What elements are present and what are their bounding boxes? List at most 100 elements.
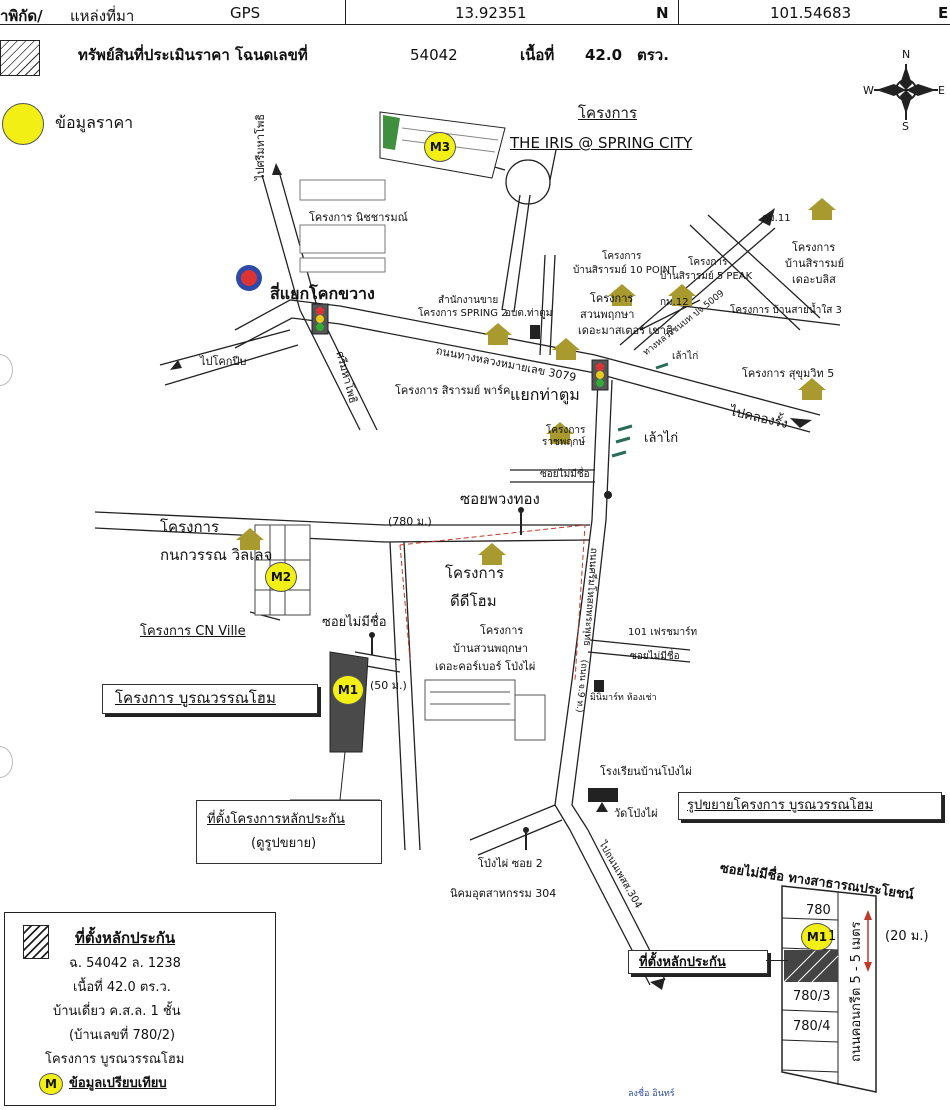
legend-line1: ฉ. 54042 ล. 1238 (69, 956, 181, 971)
label-office-1: สำนักงานขาย (438, 295, 499, 306)
legend-box: ที่ตั้งหลักประกัน ฉ. 54042 ล. 1238 เนื้อ… (4, 912, 276, 1106)
house-icon (484, 323, 512, 345)
label-km12: กม.12 (660, 297, 689, 308)
school-icon (588, 788, 618, 802)
label-peak-2: บ้านสิรารมย์ 5 PEAK (660, 271, 753, 282)
marker-m2: M2 (265, 562, 297, 592)
lat-value: 13.92351 (455, 4, 527, 22)
legend-title: ที่ตั้งหลักประกัน (75, 929, 176, 947)
collateral-tag-box: ที่ตั้งหลักประกัน (628, 950, 768, 974)
legend-line5: โครงการ บูรณวรรณโฮม (45, 1052, 185, 1067)
coord-label: าพิกัด/ (0, 7, 43, 25)
label-didi-1: โครงการ (445, 564, 505, 582)
label-suan-1: โครงการ (590, 292, 634, 305)
burana-title-box: โครงการ บูรณวรรณโฮม (102, 684, 318, 714)
label-sirarom10-2: บ้านสิรารมย์ 10 POINT (573, 265, 677, 276)
label-lao-kai-1: เล้าไก่ (672, 351, 699, 362)
label-ratchaphruk-2: ราชพฤกษ์ (542, 437, 586, 448)
label-soi-top: ซอยไม่มีชื่อ (540, 469, 590, 480)
legend-m-badge: M (39, 1073, 63, 1095)
label-sukhumvit5: โครงการ สุขุมวิท 5 (742, 367, 835, 380)
house-icon (478, 543, 506, 565)
house-icon (552, 338, 580, 360)
main-project-2: (ดูรูปขยาย) (251, 836, 317, 851)
shop-icon (594, 680, 604, 692)
subject-label: ทรัพย์สินที่ประเมินราคา โฉนดเลขที่ (78, 46, 308, 64)
lon-dir: E (938, 4, 949, 22)
area-unit: ตรว. (637, 46, 669, 64)
house-icon (668, 284, 696, 306)
label-cn-ville: โครงการ CN Ville (140, 624, 246, 639)
hatched-swatch (23, 925, 49, 959)
price-data-label: ข้อมูลราคา (55, 113, 134, 132)
label-km11: กม.11 (762, 213, 791, 224)
label-yaek-tha-tum: แยกท่าตูม (510, 385, 580, 404)
marker-m1-enlarged: M1 (801, 923, 833, 951)
dist-20: (20 ม.) (885, 929, 929, 944)
label-pongphai-soi2: โป่งไผ่ ซอย 2 (478, 857, 543, 870)
area-value: 42.0 (585, 46, 623, 64)
hatched-legend-swatch (0, 40, 40, 76)
lat-dir: N (656, 4, 669, 22)
label-lao-kai-2: เล้าไก่ (644, 431, 679, 446)
lot-780-4: 780/4 (793, 1019, 831, 1034)
house-icon (546, 422, 574, 444)
label-didi-2: ดีดีโฮม (450, 592, 497, 610)
compass-s: S (902, 120, 909, 133)
temple-icon (596, 802, 608, 812)
source-label: แหล่งที่มา (70, 7, 135, 25)
label-temple: วัดโป่งไผ่ (614, 807, 658, 820)
marker-m3: M3 (424, 132, 456, 162)
label-dist-50: (50 ม.) (370, 679, 407, 692)
compass-rose (874, 64, 938, 120)
label-si-yaek: สี่แยกโคกขวาง (270, 284, 375, 303)
office-icon (530, 325, 540, 339)
lot-780-3: 780/3 (793, 989, 831, 1004)
label-shop101: 101 เฟรชมาร์ท (628, 627, 698, 638)
label-suan-2: สวนพฤกษา (580, 308, 635, 321)
label-namsai: โครงการ บ้านสายน้ำใส 3 (730, 305, 842, 316)
lon-value: 101.54683 (770, 4, 852, 22)
enlarge-title-box: รูปขยายโครงการ บูรณวรรณโฮม (678, 792, 942, 820)
label-peak-1: โครงการ (688, 257, 728, 268)
compass-n: N (902, 48, 911, 61)
label-school: โรงเรียนบ้านโป่งไผ่ (600, 765, 692, 778)
header-bar: าพิกัด/ แหล่งที่มา GPS 13.92351 N 101.54… (0, 0, 950, 25)
label-sirarom10-1: โครงการ (602, 251, 642, 262)
label-pongphai-1: โครงการ (480, 624, 524, 637)
label-nikhom: นิคมอุตสาหกรรม 304 (450, 887, 557, 900)
label-obt: อบต.ท่าตูม (505, 308, 553, 319)
collateral-pointer (766, 960, 788, 961)
label-sirarom-lis-1: โครงการ (792, 241, 836, 254)
house-icon (608, 284, 636, 306)
road-5m: ถนนคอนกรีต 5 - 5 เมตร (849, 921, 864, 1062)
deed-number: 54042 (410, 46, 458, 64)
label-office-2: โครงการ SPRING 2 (418, 308, 508, 319)
legend-compare: ข้อมูลเปรียบเทียบ (69, 1076, 167, 1091)
label-kanokwan-2: กนกวรรณ วิลเลจ (160, 546, 273, 564)
enlarge-title: รูปขยายโครงการ บูรณวรรณโฮม (687, 798, 874, 813)
landmark-icon (604, 491, 612, 499)
legend-line3: บ้านเดี่ยว ค.ส.ล. 1 ชั้น (53, 1004, 181, 1019)
label-sirarom-lis-3: เดอะบลิส (792, 273, 836, 286)
label-sirarom-park: โครงการ สิรารมย์ พาร์ค (395, 384, 511, 397)
label-iris-1: โครงการ (578, 104, 638, 122)
house-icon (236, 528, 264, 550)
house-icon (798, 378, 826, 400)
label-pongphai-3: เดอะคอร์เบอร์ โป่งไผ่ (435, 660, 536, 673)
label-sirarom-lis-2: บ้านสิรารมย์ (785, 257, 845, 270)
burana-title: โครงการ บูรณวรรณโฮม (115, 689, 276, 707)
lot-780: 780 (806, 903, 831, 918)
compass-e: E (938, 84, 945, 97)
source-value: GPS (230, 4, 261, 22)
label-pongphai-2: บ้านสวนพฤกษา (453, 642, 529, 655)
divider (678, 0, 679, 24)
lot-1: 1 (828, 929, 837, 944)
label-signature: ลงชื่อ อินทร์ (628, 1089, 675, 1099)
divider (345, 0, 346, 24)
label-soi-mid: ซอยไม่มีชื่อ (322, 615, 387, 630)
label-mini-mart: มินิมาร์ท ห้องเช่า (590, 693, 657, 703)
label-to-kok-pip: ไปโคกปีบ (200, 355, 247, 368)
